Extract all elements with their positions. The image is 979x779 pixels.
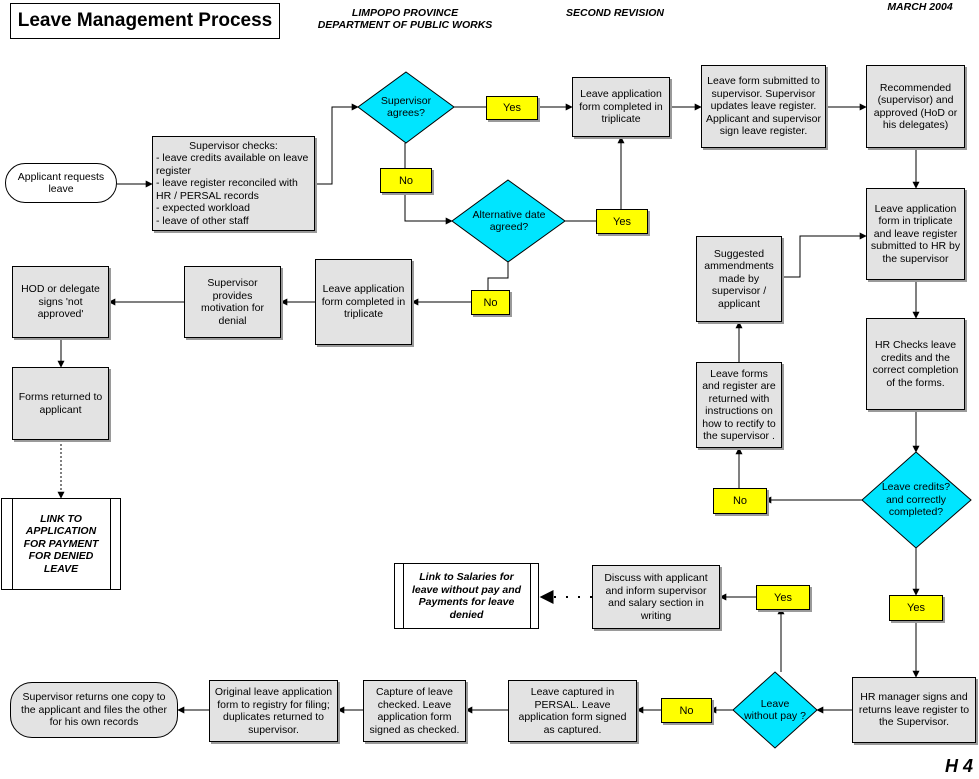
decision-leave-without-pay xyxy=(732,671,818,749)
node-form-submitted-supervisor: Leave form submitted to supervisor. Supe… xyxy=(701,65,826,148)
node-hod-not-approved: HOD or delegate signs 'not approved' xyxy=(12,266,109,338)
decision-supervisor-agrees xyxy=(357,71,455,144)
node-link-salaries: Link to Salaries for leave without pay a… xyxy=(394,563,539,629)
header-province: LIMPOPO PROVINCE xyxy=(351,7,459,19)
decision-alternative-date-label: Alternative date agreed? xyxy=(472,208,546,234)
node-capture-checked: Capture of leave checked. Leave applicat… xyxy=(363,680,466,742)
header-date: MARCH 2004 xyxy=(887,1,953,13)
node-form-triplicate-top: Leave application form completed in trip… xyxy=(572,77,670,137)
node-original-to-registry: Original leave application form to regis… xyxy=(209,680,338,742)
decision-supervisor-agrees-label: Supervisor agrees? xyxy=(380,94,432,120)
node-recommended-approved: Recommended (supervisor) and approved (H… xyxy=(866,65,965,148)
header-org: LIMPOPO PROVINCE DEPARTMENT OF PUBLIC WO… xyxy=(300,7,510,31)
node-discuss-applicant: Discuss with applicant and inform superv… xyxy=(592,565,720,629)
tag-yes-credits: Yes xyxy=(889,595,943,621)
tag-no-alternative: No xyxy=(471,290,510,315)
node-captured-persal: Leave captured in PERSAL. Leave applicat… xyxy=(508,680,637,742)
decision-alternative-date xyxy=(451,179,566,263)
supervisor-checks-item: - expected workload xyxy=(156,202,250,215)
node-applicant-requests: Applicant requests leave xyxy=(5,163,117,203)
tag-yes-without-pay: Yes xyxy=(756,585,810,610)
node-supervisor-motivation: Supervisor provides motivation for denia… xyxy=(184,266,281,338)
decision-leave-without-pay-label: Leave without pay ? xyxy=(744,697,806,723)
node-supervisor-returns-copy: Supervisor returns one copy to the appli… xyxy=(10,682,178,738)
supervisor-checks-item: - leave credits available on leave regis… xyxy=(156,152,309,177)
decision-leave-credits-label: Leave credits? and correctly completed? xyxy=(881,481,951,519)
link-salaries-text: Link to Salaries for leave without pay a… xyxy=(411,571,522,621)
node-form-triplicate-mid: Leave application form completed in trip… xyxy=(315,259,412,345)
header-revision: SECOND REVISION xyxy=(565,7,665,19)
link-left-bar xyxy=(12,499,13,589)
link-denied-text: LINK TO APPLICATION FOR PAYMENT FOR DENI… xyxy=(23,512,99,575)
supervisor-checks-title: Supervisor checks: xyxy=(189,139,278,152)
tag-no-credits: No xyxy=(713,488,767,514)
node-link-denied: LINK TO APPLICATION FOR PAYMENT FOR DENI… xyxy=(1,498,121,590)
link-right-bar xyxy=(110,499,111,589)
node-hr-checks: HR Checks leave credits and the correct … xyxy=(866,318,965,410)
page-title: Leave Management Process xyxy=(10,3,280,39)
node-suggested-amendments: Suggested ammendments made by supervisor… xyxy=(696,236,782,322)
node-forms-returned-applicant: Forms returned to applicant xyxy=(12,367,109,440)
tag-no-without-pay: No xyxy=(661,698,712,723)
decision-leave-credits xyxy=(861,451,972,549)
supervisor-checks-item: - leave of other staff xyxy=(156,214,249,227)
supervisor-checks-item: - leave register reconciled with HR / PE… xyxy=(156,177,298,202)
tag-yes-alternative: Yes xyxy=(596,209,648,234)
node-form-submitted-hr: Leave application form in triplicate and… xyxy=(866,188,965,280)
node-supervisor-checks: Supervisor checks: - leave credits avail… xyxy=(152,136,315,231)
node-hr-manager-signs: HR manager signs and returns leave regis… xyxy=(852,677,976,743)
header-department: DEPARTMENT OF PUBLIC WORKS xyxy=(317,19,493,31)
tag-no-agrees: No xyxy=(380,168,432,193)
tag-yes-agrees: Yes xyxy=(486,96,538,120)
link-left-bar xyxy=(403,564,404,628)
node-forms-returned-instructions: Leave forms and register are returned wi… xyxy=(696,362,782,448)
page-number: H 4 xyxy=(944,756,973,776)
link-right-bar xyxy=(530,564,531,628)
